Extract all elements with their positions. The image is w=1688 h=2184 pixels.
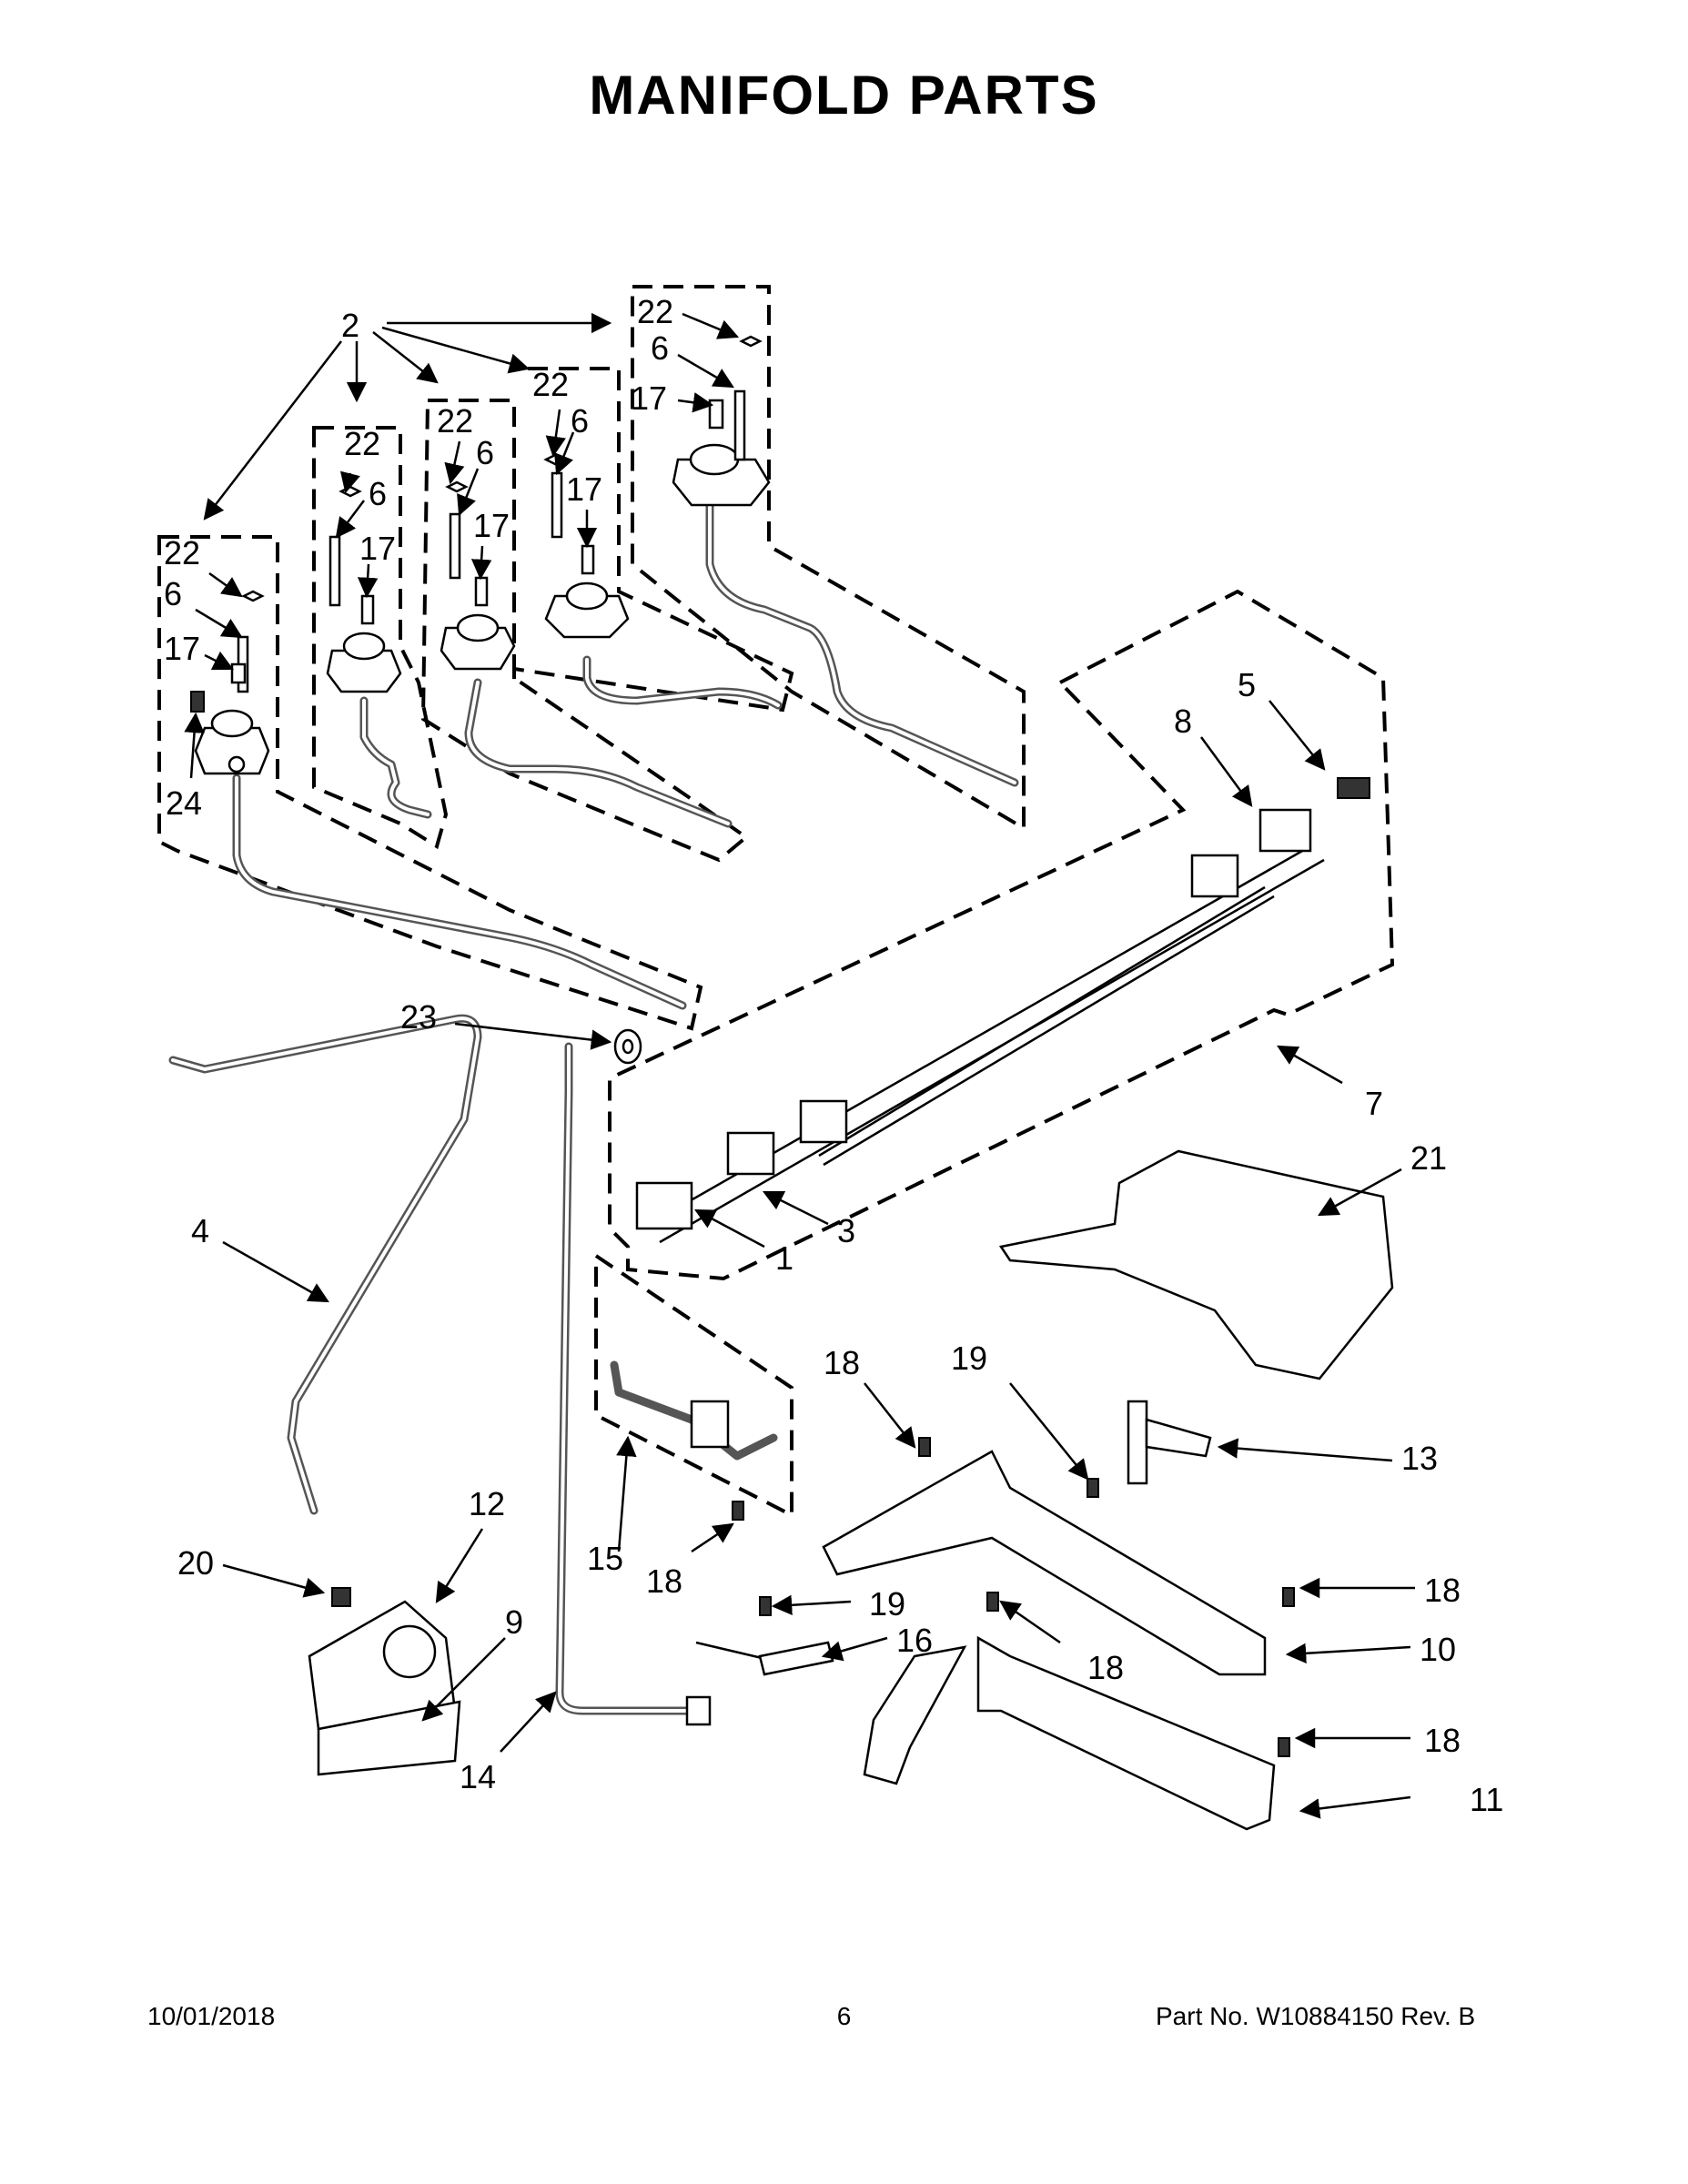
callout-15: 15 bbox=[587, 1540, 623, 1577]
callout-12: 12 bbox=[469, 1485, 505, 1522]
valve-regulator bbox=[308, 1587, 461, 1776]
callout-14: 14 bbox=[460, 1758, 496, 1795]
screws bbox=[732, 1437, 1295, 1757]
callout-18-a: 18 bbox=[824, 1344, 860, 1381]
callout-13: 13 bbox=[1401, 1440, 1438, 1477]
callout-19-b: 19 bbox=[869, 1585, 905, 1623]
callout-20: 20 bbox=[177, 1544, 214, 1582]
callout-3: 3 bbox=[837, 1212, 855, 1249]
callout-22-e: 22 bbox=[637, 293, 673, 330]
page-title: MANIFOLD PARTS bbox=[589, 65, 1099, 126]
callout-17-b: 17 bbox=[359, 530, 396, 567]
callout-18-b: 18 bbox=[646, 1562, 682, 1600]
callout-18-c: 18 bbox=[1087, 1649, 1124, 1686]
burner-group-3 bbox=[420, 399, 750, 863]
callout-1: 1 bbox=[775, 1239, 793, 1277]
washer bbox=[613, 1028, 642, 1065]
callout-6-d: 6 bbox=[571, 402, 589, 440]
callout-6-c: 6 bbox=[476, 434, 494, 471]
callout-7: 7 bbox=[1365, 1085, 1383, 1122]
callout-4: 4 bbox=[191, 1212, 209, 1249]
callout-17-e: 17 bbox=[631, 379, 667, 417]
callout-17-c: 17 bbox=[473, 507, 510, 544]
callout-22-d: 22 bbox=[532, 366, 569, 403]
electrode-bracket bbox=[695, 1641, 834, 1676]
burner-tube-lower bbox=[863, 1635, 1276, 1831]
callout-6-e: 6 bbox=[651, 329, 669, 367]
callout-5: 5 bbox=[1238, 666, 1256, 703]
footer-part-number: Part No. W10884150 Rev. B bbox=[1156, 2002, 1476, 2030]
callout-2: 2 bbox=[341, 307, 359, 344]
callout-17-d: 17 bbox=[566, 470, 602, 508]
callout-9: 9 bbox=[505, 1603, 523, 1641]
callout-18-e: 18 bbox=[1424, 1722, 1461, 1759]
callout-22-c: 22 bbox=[437, 402, 473, 440]
callout-17-a: 17 bbox=[164, 630, 200, 667]
callout-10: 10 bbox=[1420, 1631, 1456, 1668]
callout-6-a: 6 bbox=[164, 575, 182, 612]
leader-lines bbox=[184, 312, 1415, 1819]
burner-tube-upper bbox=[822, 1450, 1267, 1676]
footer-date: 10/01/2018 bbox=[147, 2002, 276, 2030]
supply-tube bbox=[555, 1042, 712, 1726]
callout-labels: 2 22 22 22 22 22 6 6 6 6 6 17 17 17 17 1… bbox=[164, 293, 1503, 1818]
gas-tube bbox=[168, 1014, 482, 1515]
footer-page-number: 6 bbox=[836, 2002, 852, 2030]
burner-group-4 bbox=[512, 367, 794, 713]
callout-22-a: 22 bbox=[164, 534, 200, 571]
manifold-assembly bbox=[608, 589, 1395, 1281]
callout-24: 24 bbox=[166, 784, 202, 822]
burner-group-1 bbox=[157, 535, 703, 1031]
callout-16: 16 bbox=[896, 1622, 933, 1659]
callout-18-d: 18 bbox=[1424, 1572, 1461, 1609]
burner-group-5 bbox=[631, 285, 1026, 832]
callout-19-a: 19 bbox=[951, 1340, 987, 1377]
callout-11: 11 bbox=[1470, 1781, 1503, 1818]
igniter bbox=[1127, 1400, 1212, 1485]
heat-shield bbox=[998, 1149, 1394, 1380]
callout-21: 21 bbox=[1410, 1139, 1447, 1177]
elbow-fitting-group bbox=[594, 1252, 793, 1519]
callout-23: 23 bbox=[400, 998, 437, 1036]
callout-8: 8 bbox=[1174, 703, 1192, 740]
callout-22-b: 22 bbox=[344, 425, 380, 462]
callout-6-b: 6 bbox=[369, 475, 387, 512]
